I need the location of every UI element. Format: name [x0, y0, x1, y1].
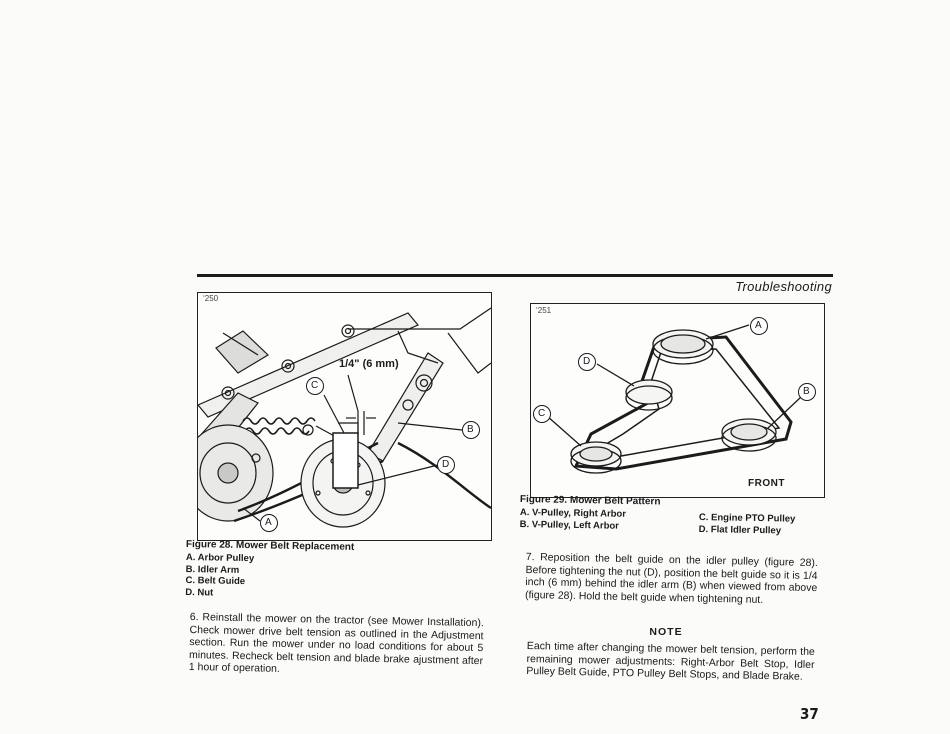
- front-label: FRONT: [748, 478, 785, 489]
- callout-b-marker: [462, 421, 480, 439]
- legend-item-belt-guide: C. Belt Guide: [185, 574, 246, 588]
- figure-28-number: ‘250: [203, 294, 219, 303]
- legend-item-nut: D. Nut: [185, 586, 214, 598]
- figure-29-number: ‘251: [536, 306, 552, 315]
- page-number: 37: [800, 705, 819, 723]
- figure-28-callout-d: D: [442, 459, 450, 470]
- figure-29-legend-right: C. Engine PTO Pulley D. Flat Idler Pulle…: [699, 512, 796, 537]
- note-heading: NOTE: [649, 626, 683, 638]
- figure-29-callout-c: C: [538, 408, 546, 419]
- legend-item-arbor-pulley: A. Arbor Pulley: [185, 552, 255, 565]
- figure-28-callout-c: C: [311, 380, 319, 391]
- callout-d-marker: [437, 456, 455, 474]
- figure-28-callout-a: A: [265, 517, 272, 528]
- figure-28-measurement: 1/4" (6 mm): [339, 358, 399, 370]
- note-text: Each time after changing the mower belt …: [526, 640, 815, 683]
- callout-b-marker: [798, 383, 816, 401]
- step-6-text: 6. Reinstall the mower on the tractor (s…: [188, 611, 484, 675]
- figure-28-illustration: ‘250: [197, 292, 492, 541]
- callout-d-marker: [578, 353, 596, 371]
- legend-item-flat-idler-pulley: D. Flat Idler Pulley: [698, 523, 782, 536]
- callout-c-marker: [306, 377, 324, 395]
- figure-29-legend-left: A. V-Pulley, Right Arbor B. V-Pulley, Le…: [520, 507, 626, 532]
- section-title: Troubleshooting: [735, 279, 832, 294]
- legend-item-engine-pto-pulley: C. Engine PTO Pulley: [698, 512, 796, 525]
- figure-29-callout-a: A: [755, 320, 762, 331]
- figure-29-caption: Figure 29. Mower Belt Pattern: [519, 494, 661, 508]
- mower-belt-replacement-drawing: [198, 307, 491, 528]
- callout-a-marker: [260, 514, 278, 532]
- header-rule: [197, 274, 833, 277]
- figure-29-callout-d: D: [583, 356, 591, 367]
- mower-belt-pattern-drawing: [546, 324, 802, 474]
- figure-29-illustration: ‘251 A D: [530, 303, 825, 498]
- legend-item-v-pulley-left-arbor: B. V-Pulley, Left Arbor: [519, 518, 620, 532]
- figure-29-callout-b: B: [803, 386, 810, 397]
- callout-c-marker: [533, 405, 551, 423]
- figure-28-callout-b: B: [467, 424, 474, 435]
- callout-a-marker: [750, 317, 768, 335]
- step-7-text: 7. Reposition the belt guide on the idle…: [524, 551, 818, 606]
- figure-28-legend: A. Arbor Pulley B. Idler Arm C. Belt Gui…: [185, 552, 254, 599]
